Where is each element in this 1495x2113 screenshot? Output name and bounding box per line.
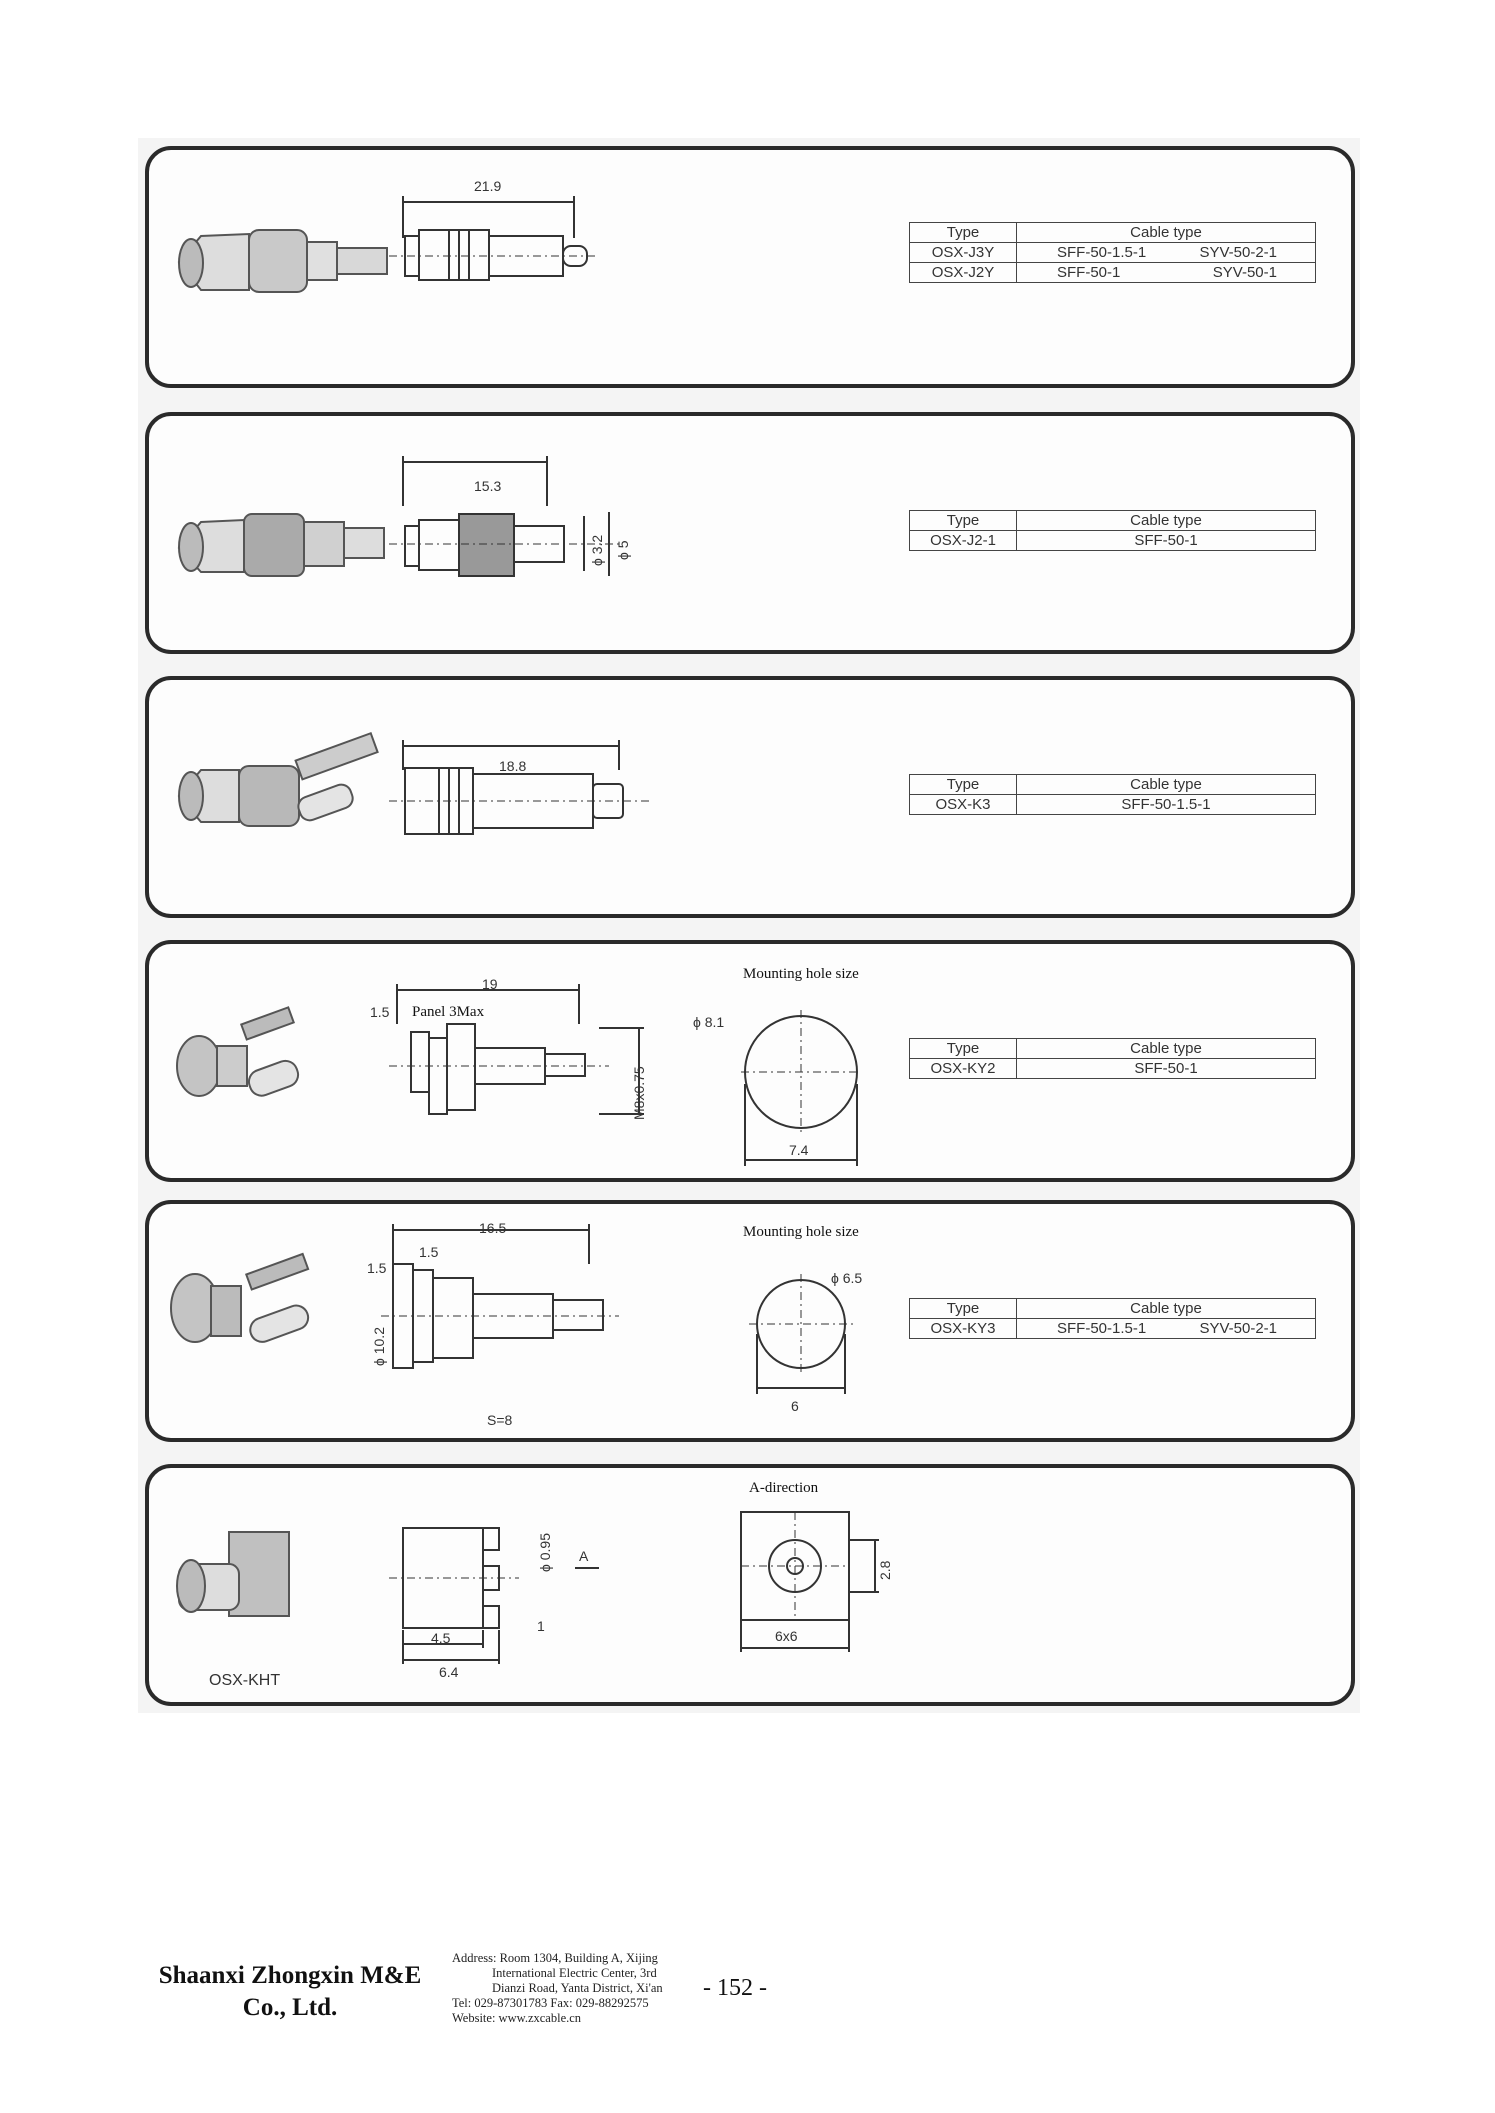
address-line: Dianzi Road, Yanta District, Xi'an	[492, 1981, 663, 1995]
spec-table: Type Cable type OSX-KY3 SFF-50-1.5-1 SYV-…	[909, 1298, 1316, 1339]
cable-type-header: Cable type	[1016, 510, 1316, 531]
a-direction-note: A-direction	[749, 1480, 819, 1496]
type-header: Type	[909, 774, 1017, 795]
mounting-hole-note: Mounting hole size	[743, 1224, 859, 1240]
dimension-hole-diameter: ϕ 6.5	[831, 1270, 863, 1286]
panel-thickness-note: Panel 3Max	[412, 1004, 485, 1020]
cable-cell: SYV-50-1	[1212, 264, 1277, 281]
type-cell: OSX-KY3	[909, 1318, 1017, 1339]
cable-type-header: Cable type	[1016, 1038, 1316, 1059]
product-panel-osx-j2-1: 15.3 ϕ 3.2 ϕ 5 Type Cable type OSX-J2-1 …	[145, 412, 1355, 654]
dimension-total-length: 6.4	[439, 1664, 459, 1680]
address-line: Address: Room 1304, Building A, Xijing	[452, 1951, 658, 1965]
type-header: Type	[909, 1038, 1017, 1059]
model-label: OSX-KHT	[209, 1672, 281, 1689]
company-address: Address: Room 1304, Building A, Xijing I…	[452, 1951, 692, 2026]
spec-table: Type Cable type OSX-K3 SFF-50-1.5-1	[909, 774, 1316, 815]
cable-type-header: Cable type	[1016, 774, 1316, 795]
dimension-flange-outer: 1.5	[367, 1260, 387, 1276]
dimension-length: 18.8	[499, 758, 527, 774]
contact-line: Tel: 029-87301783 Fax: 029-88292575	[452, 1996, 649, 2010]
product-panel-osx-j3y: 21.9 Type Cable type OSX-J3Y SFF-50-1.5-…	[145, 146, 1355, 388]
cable-cell: SFF-50-1.5-1	[1057, 1320, 1147, 1337]
company-name-line: Co., Ltd.	[242, 1994, 338, 2021]
cable-cell: SYV-50-2-1	[1199, 244, 1277, 261]
cable-cell: SFF-50-1.5-1	[1016, 794, 1316, 815]
dimension-length: 16.5	[479, 1220, 507, 1236]
connector-drawing	[176, 984, 861, 1166]
scanned-catalog-area	[138, 138, 1360, 1713]
dimension-hole-width: 7.4	[789, 1142, 809, 1158]
connector-drawing	[177, 456, 619, 577]
company-name: Shaanxi Zhongxin M&E Co., Ltd.	[145, 1960, 435, 2024]
dimension-body-length: 4.5	[431, 1630, 451, 1646]
connector-drawing	[170, 1224, 853, 1394]
product-panel-osx-ky3: Mounting hole size 16.5 1.5 1.5 ϕ 10.2 S…	[145, 1200, 1355, 1442]
dimension-hole-diameter: ϕ 8.1	[693, 1014, 725, 1030]
dimension-lead: 1	[537, 1618, 545, 1634]
dimension-flange-diameter: ϕ 10.2	[371, 1327, 387, 1366]
dimension-outer-diameter: ϕ 5	[615, 540, 631, 560]
dimension-length: 21.9	[474, 178, 502, 194]
dimension-flange: 1.5	[419, 1244, 439, 1260]
dimension-length: 15.3	[474, 478, 502, 494]
company-name-line: Shaanxi Zhongxin M&E	[158, 1962, 422, 1989]
cable-cell: SFF-50-1.5-1	[1057, 244, 1147, 261]
website-line: Website: www.zxcable.cn	[452, 2011, 582, 2025]
mounting-hole-note: Mounting hole size	[743, 966, 859, 982]
spec-table: Type Cable type OSX-J2-1 SFF-50-1	[909, 510, 1316, 551]
type-header: Type	[909, 510, 1017, 531]
cable-cell: SFF-50-1	[1016, 530, 1316, 551]
dimension-length: 19	[482, 976, 498, 992]
cable-cell: SFF-50-1	[1057, 264, 1121, 281]
type-cell: OSX-KY2	[909, 1058, 1017, 1079]
cable-type-header: Cable type	[1016, 222, 1316, 243]
dimension-height: 2.8	[877, 1560, 893, 1580]
dimension-thread: M8x0.75	[631, 1066, 647, 1120]
cable-type-header: Cable type	[1016, 1298, 1316, 1319]
dimension-hex: S=8	[487, 1412, 513, 1428]
dimension-inner-diameter: ϕ 3.2	[589, 534, 605, 566]
dimension-flange: 1.5	[370, 1004, 390, 1020]
product-panel-osx-ky2: Mounting hole size Panel 3Max 19 1.5 M8x…	[145, 940, 1355, 1182]
dimension-pin-diameter: ϕ 0.95	[537, 1533, 553, 1572]
product-panel-osx-k3: 18.8 Type Cable type OSX-K3 SFF-50-1.5-1	[145, 676, 1355, 918]
page-number: - 152 -	[703, 1975, 767, 2001]
connector-drawing	[176, 1511, 879, 1664]
type-header: Type	[909, 1298, 1017, 1319]
connector-drawing	[177, 731, 649, 835]
direction-arrow-label: A	[579, 1548, 589, 1564]
type-cell: OSX-K3	[909, 794, 1017, 815]
cable-cell: SFF-50-1	[1016, 1058, 1316, 1079]
cable-cell: SYV-50-2-1	[1199, 1320, 1277, 1337]
dimension-hole-width: 6	[791, 1398, 799, 1414]
type-cell: OSX-J2-1	[909, 530, 1017, 551]
type-cell: OSX-J2Y	[909, 262, 1017, 283]
address-line: International Electric Center, 3rd	[492, 1966, 657, 1980]
dimension-footprint: 6x6	[775, 1628, 798, 1644]
spec-table: Type Cable type OSX-KY2 SFF-50-1	[909, 1038, 1316, 1079]
type-header: Type	[909, 222, 1017, 243]
product-panel-osx-kht: A-direction OSX-KHT ϕ 0.95 A 1 4.5 6.4 2…	[145, 1464, 1355, 1706]
connector-drawing	[177, 196, 599, 293]
type-cell: OSX-J3Y	[909, 242, 1017, 263]
